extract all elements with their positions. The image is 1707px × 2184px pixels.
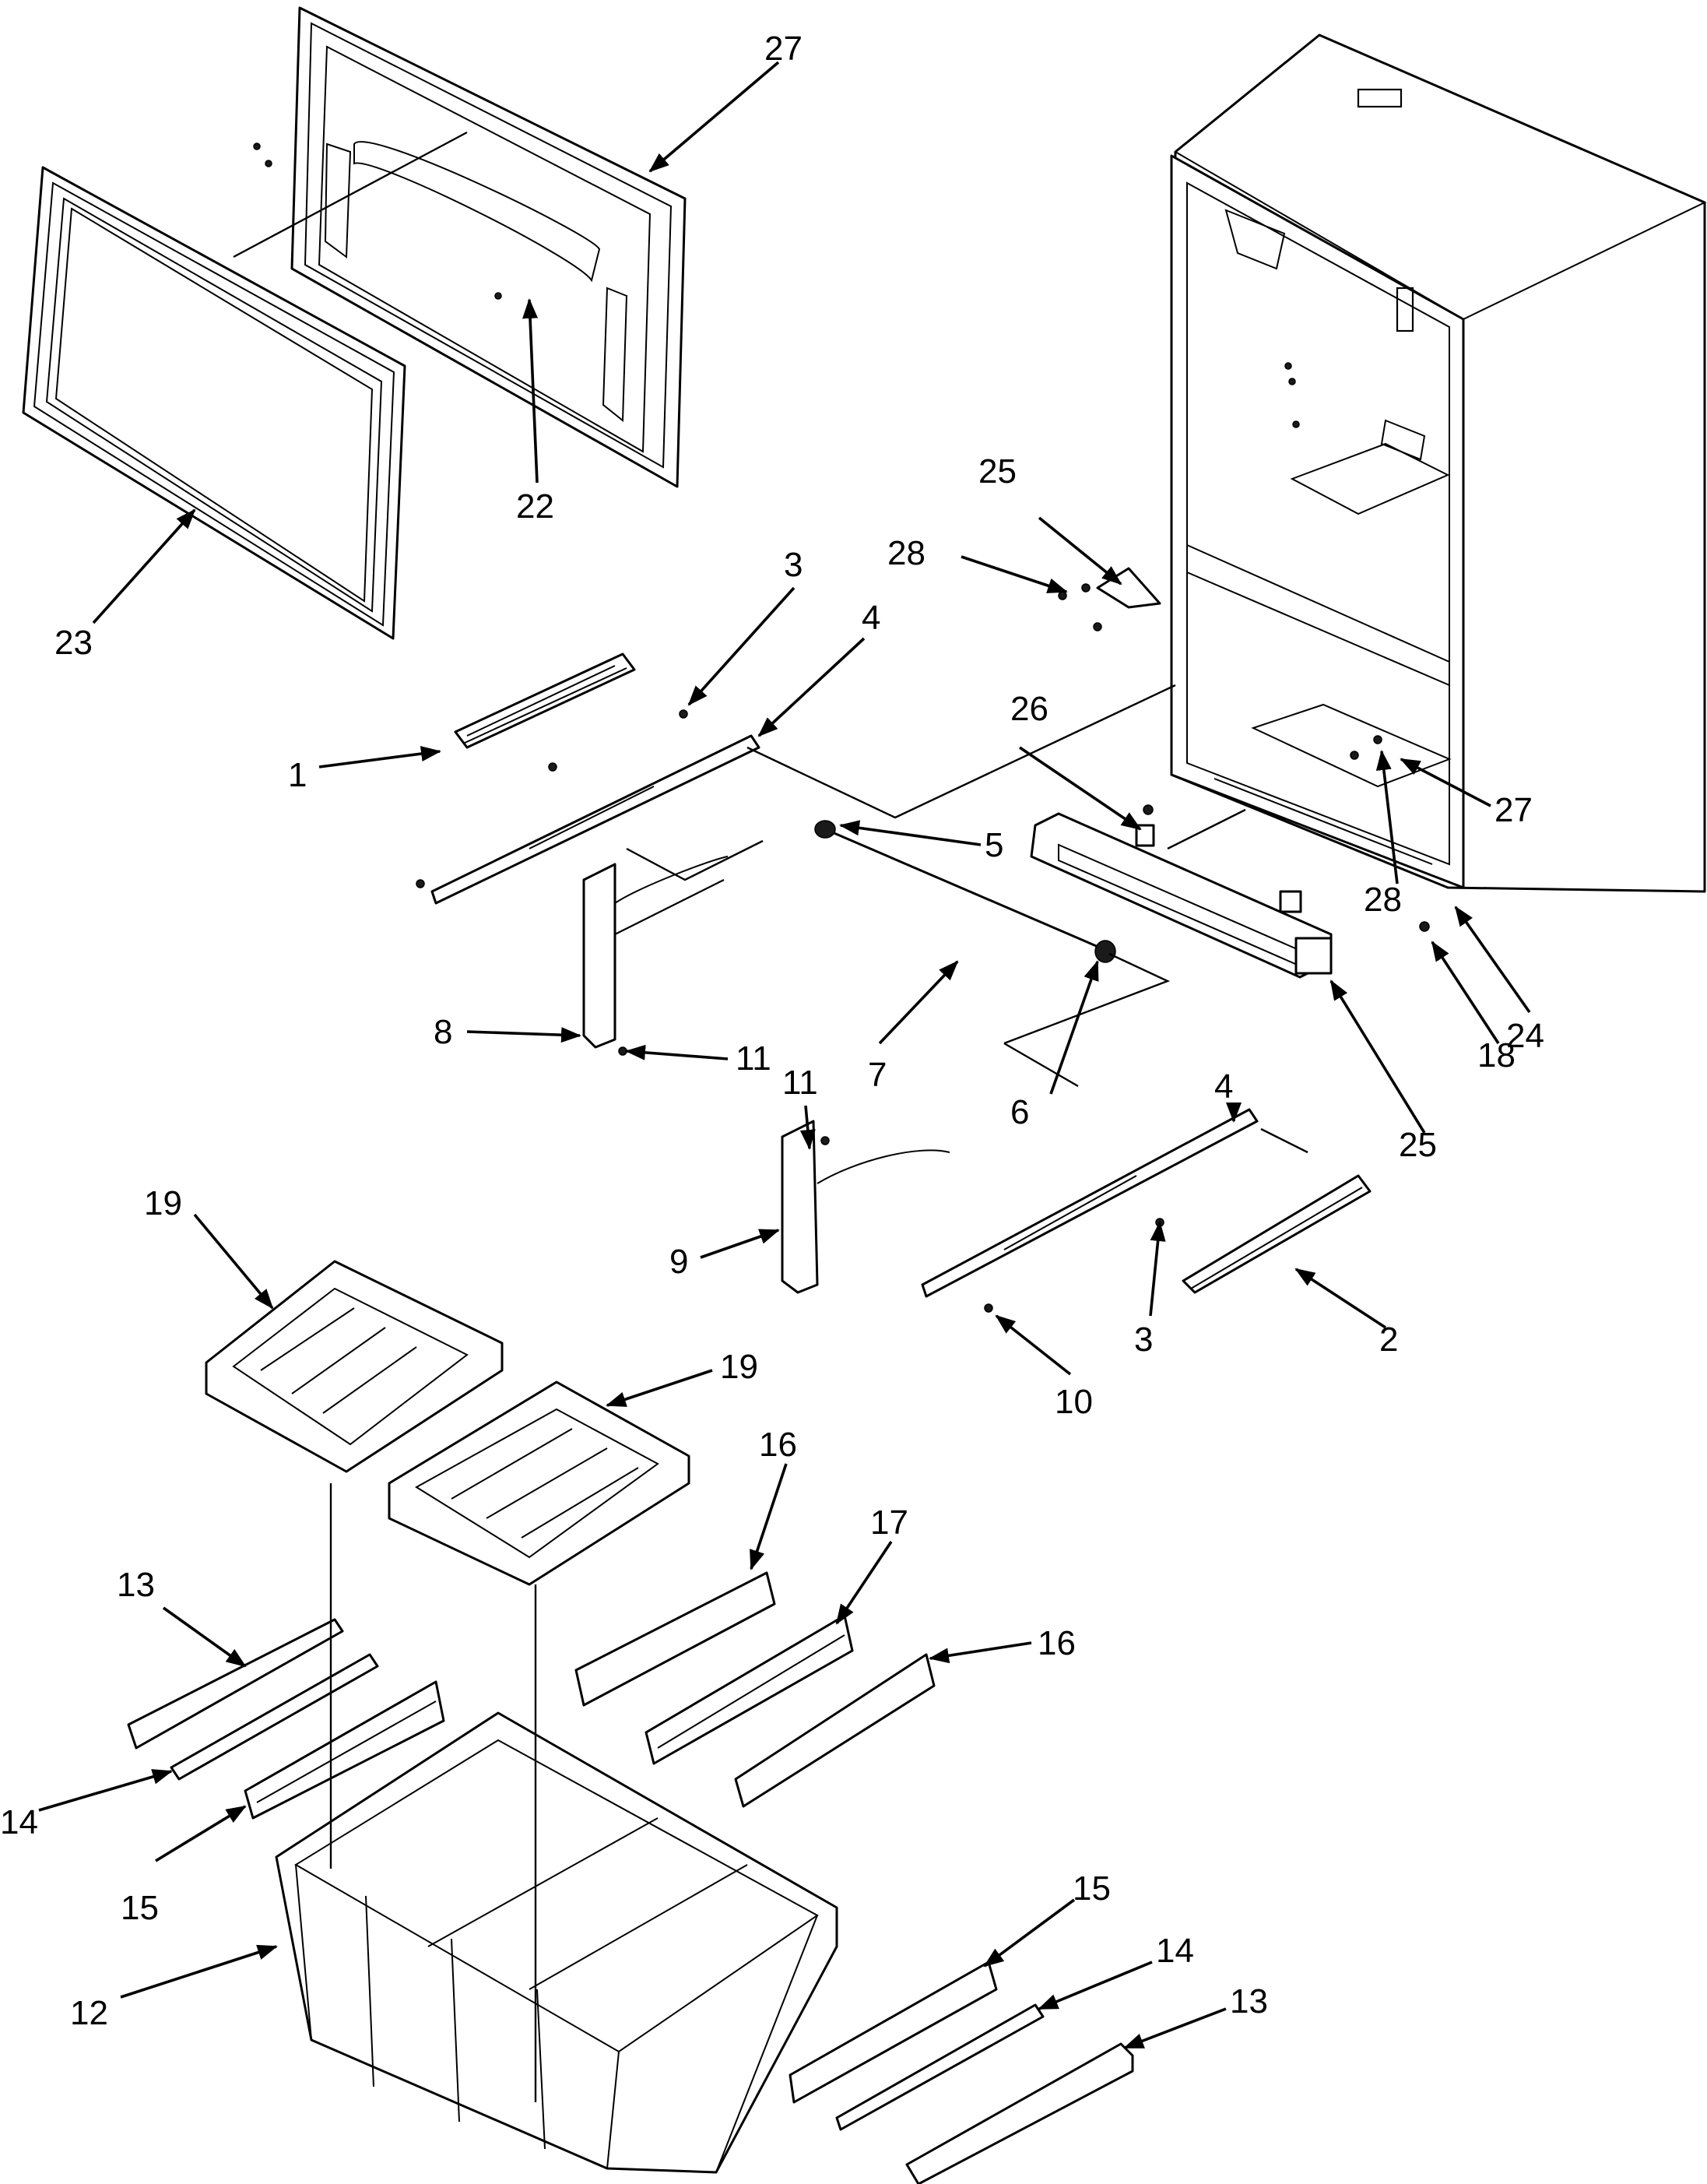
callout-11-left: 11 <box>736 1039 771 1078</box>
callout-14-left: 14 <box>0 1803 38 1841</box>
callout-22: 27 <box>764 30 803 68</box>
callout-27: 27 <box>1495 791 1533 829</box>
rod-7-part <box>814 820 1116 963</box>
callout-4-lower: 4 <box>1214 1067 1233 1106</box>
storage-bin-19-upper-part <box>205 1260 504 1473</box>
callout-19-upper: 19 <box>144 1184 182 1222</box>
callout-1: 1 <box>288 756 307 794</box>
callout-13-left: 13 <box>117 1566 155 1604</box>
callout-21: 26 <box>1010 690 1048 728</box>
callout-15-right: 15 <box>1073 1869 1111 1908</box>
slide-16-lower-part <box>734 1653 936 1808</box>
refrigerator-cabinet <box>1170 33 1707 893</box>
slide-15-left-part <box>244 1680 445 1820</box>
callout-28-lower: 28 <box>1364 881 1402 919</box>
callout-4-upper: 4 <box>862 599 880 637</box>
callout-5: 5 <box>985 826 1003 864</box>
slide-15-right-part <box>789 1961 998 2104</box>
slide-16-upper-part <box>574 1571 776 1707</box>
slide-cover-13-left-part <box>127 1618 344 1750</box>
callout-labels: 27 22 23 3 4 1 5 7 6 8 11 11 9 10 3 2 4 … <box>0 30 1544 2032</box>
rail-bracket-1-part <box>454 652 636 749</box>
door-gasket-part <box>22 166 406 640</box>
slide-14-left-part <box>170 1653 379 1781</box>
callout-11-right: 11 <box>782 1064 818 1102</box>
support-8-part <box>582 856 729 1049</box>
callout-23: 22 <box>516 487 554 526</box>
callout-25: 24 <box>1506 1017 1544 1055</box>
storage-bin-19-lower-part <box>388 1380 690 1586</box>
slide-13-right-part <box>905 2042 1134 2184</box>
callout-24: 23 <box>54 624 93 662</box>
callout-28-upper: 28 <box>887 534 926 572</box>
leader-arrows <box>38 61 1531 2049</box>
callout-14-right: 14 <box>1156 1932 1194 1970</box>
callout-17: 17 <box>870 1503 908 1542</box>
callout-8: 8 <box>434 1013 452 1051</box>
callout-19-lower: 19 <box>720 1348 758 1386</box>
callout-7: 7 <box>868 1056 887 1094</box>
support-9-part <box>781 1120 950 1294</box>
callout-10: 10 <box>1055 1383 1093 1421</box>
callout-26: 25 <box>978 452 1017 491</box>
slide-14-right-part <box>835 2003 1045 2131</box>
callout-2: 2 <box>1379 1321 1398 1359</box>
basket-12-part <box>275 1711 838 2174</box>
rail-bracket-2-part <box>1182 1174 1372 1294</box>
callout-18: 18 <box>1477 1036 1516 1074</box>
callout-9: 9 <box>669 1243 688 1281</box>
callout-15-left: 15 <box>121 1889 159 1927</box>
slide-17-part <box>645 1614 854 1765</box>
callout-3-lower: 3 <box>1134 1321 1153 1359</box>
callout-16-upper: 16 <box>759 1426 797 1464</box>
callout-13-right: 13 <box>1230 1982 1268 2020</box>
toe-grille-part <box>1030 812 1333 979</box>
slide-rail-4-left-part <box>430 734 760 905</box>
callout-12: 12 <box>70 1994 108 2032</box>
callout-16-lower: 16 <box>1038 1624 1076 1662</box>
callout-20: 25 <box>1399 1126 1437 1164</box>
assembly-guide-lines <box>329 684 1308 2102</box>
callout-3-upper: 3 <box>784 546 803 584</box>
slide-rail-4-right-part <box>921 1108 1259 1298</box>
callout-6: 6 <box>1010 1093 1029 1131</box>
